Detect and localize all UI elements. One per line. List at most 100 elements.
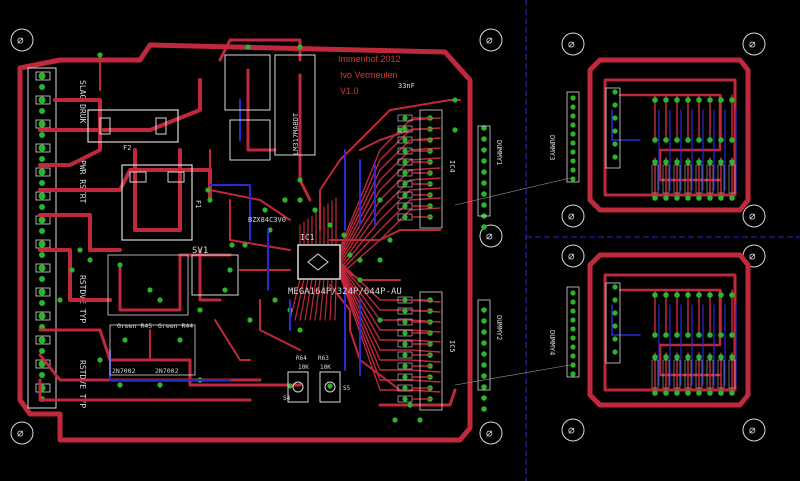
sv1-connector: SV1 (107, 246, 239, 316)
pad (402, 126, 408, 132)
pad (652, 332, 658, 338)
pad (707, 292, 713, 298)
svg-text:⌀: ⌀ (568, 38, 575, 51)
pad (696, 390, 702, 396)
pad (570, 353, 576, 359)
pad (38, 360, 46, 368)
pad (685, 97, 691, 103)
dummy4-label: DUMMY4 (548, 330, 556, 355)
pad (570, 149, 576, 155)
pad (481, 395, 487, 401)
pad (481, 340, 487, 346)
pad (696, 159, 702, 165)
version-text: V1.0 (340, 86, 359, 96)
r63-value: 10K (320, 364, 331, 371)
pin-header-upper (397, 109, 487, 230)
pad (147, 287, 153, 293)
pad (282, 197, 288, 203)
pad (481, 169, 487, 175)
pad (696, 137, 702, 143)
pad (39, 84, 45, 90)
svg-text:⌀: ⌀ (749, 38, 756, 51)
pad (612, 284, 618, 290)
pad (402, 192, 408, 198)
pad (39, 252, 45, 258)
svg-text:⌀: ⌀ (17, 34, 24, 47)
pad (39, 108, 45, 114)
pad (663, 292, 669, 298)
pad (663, 137, 669, 143)
pad (612, 349, 618, 355)
right-board-lower (566, 252, 751, 408)
pad (402, 385, 408, 391)
pad (663, 332, 669, 338)
pad (570, 113, 576, 119)
pad (696, 292, 702, 298)
pad (402, 319, 408, 325)
led-label-2: Green R44 (158, 322, 193, 330)
mounting-holes: ⌀ ⌀ ⌀ ⌀ ⌀ ⌀ ⌀ ⌀ ⌀ ⌀ ⌀ ⌀ ⌀ (10, 28, 766, 445)
pad (272, 297, 278, 303)
pad (392, 417, 398, 423)
left-connector-column (27, 67, 57, 409)
pad (39, 372, 45, 378)
pad (718, 354, 724, 360)
pad (347, 252, 353, 258)
svg-text:⌀: ⌀ (486, 34, 493, 47)
svg-text:⌀: ⌀ (486, 427, 493, 440)
fuse-f1: F1 (121, 164, 202, 241)
pad (157, 382, 163, 388)
right-board-upper (566, 57, 751, 213)
mcu-fanout (57, 44, 458, 423)
pad (570, 176, 576, 182)
pad (39, 180, 45, 186)
pad (674, 195, 680, 201)
pad (481, 202, 487, 208)
pad (652, 195, 658, 201)
pad (39, 276, 45, 282)
pad (729, 159, 735, 165)
pad (652, 159, 658, 165)
pad (707, 97, 713, 103)
fuse-f2: F2 (87, 109, 179, 152)
pad (402, 148, 408, 154)
pad (612, 310, 618, 316)
svg-text:⌀: ⌀ (17, 427, 24, 440)
pin-header-lower (397, 291, 487, 412)
pad (39, 300, 45, 306)
pad (481, 318, 487, 324)
pad (157, 297, 163, 303)
pad (718, 195, 724, 201)
pad (570, 371, 576, 377)
pad (685, 195, 691, 201)
pad (481, 136, 487, 142)
svg-text:⌀: ⌀ (749, 250, 756, 263)
pad (242, 242, 248, 248)
pad (570, 290, 576, 296)
r63-label: R63 (318, 355, 329, 362)
pad (77, 247, 83, 253)
pad (696, 97, 702, 103)
pad (663, 390, 669, 396)
dummy2-label: DUMMY2 (495, 315, 503, 340)
cap-label: 33nF (398, 82, 415, 90)
svg-text:⌀: ⌀ (568, 250, 575, 263)
pad (570, 158, 576, 164)
pad (402, 308, 408, 314)
pad (612, 141, 618, 147)
pad (402, 115, 408, 121)
pad (707, 332, 713, 338)
pad (481, 384, 487, 390)
r64-label: R64 (296, 355, 307, 362)
leader-line-2 (454, 364, 571, 386)
pad (696, 195, 702, 201)
pad (663, 354, 669, 360)
side-label-1: RSTDVE TYP (78, 360, 87, 408)
pad (481, 406, 487, 412)
pad (652, 137, 658, 143)
switch-s5: S5 (343, 385, 351, 392)
pad (402, 374, 408, 380)
side-label-3: PWR RSTRT (78, 160, 87, 204)
ic5-label: IC5 (448, 340, 456, 353)
pad (663, 97, 669, 103)
